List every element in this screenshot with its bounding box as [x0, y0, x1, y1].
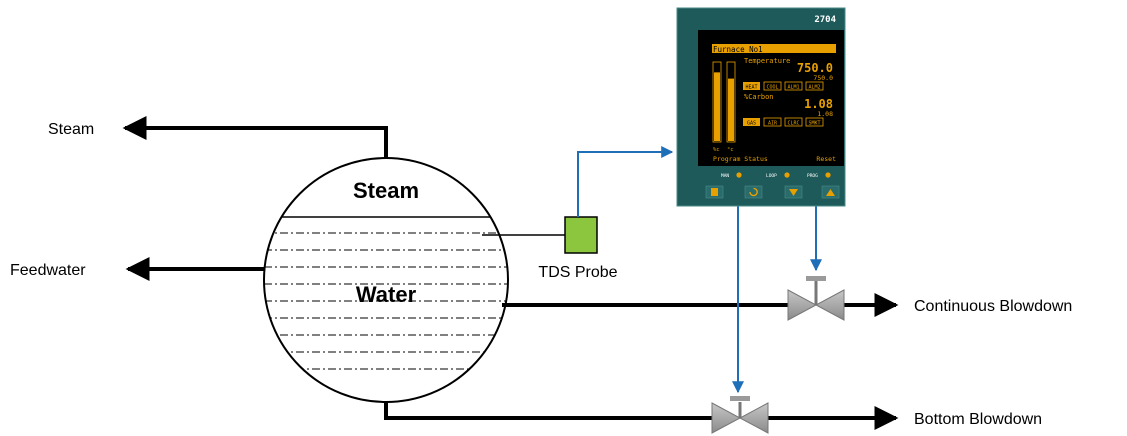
row1-button: COOL — [766, 85, 778, 91]
bottom-blowdown-pipe — [384, 402, 899, 430]
probe-signal-line — [577, 146, 674, 217]
row2-button: AIR — [768, 121, 778, 127]
row2-button-bg — [743, 118, 760, 126]
feedwater-label: Feedwater — [10, 262, 86, 279]
tds-probe — [564, 216, 598, 254]
scroll-icon — [749, 187, 758, 197]
bargraph-left-fill — [714, 72, 720, 141]
continuous-blowdown-valve — [787, 276, 845, 321]
row2-button: CLRC — [787, 121, 799, 127]
indicator-man-led — [736, 172, 742, 178]
row1-button: HEAT — [745, 85, 757, 91]
row1-button: ALM1 — [787, 85, 799, 91]
bargraph-right — [726, 61, 736, 143]
indicator-man-label: MAN — [721, 173, 729, 179]
screen-footer-left: Program Status — [713, 155, 768, 163]
controller-model: 2704 — [814, 15, 836, 25]
row1-value: 750.0 — [797, 61, 833, 75]
row2-setpoint: 1.08 — [817, 110, 833, 118]
up-arrow-icon — [826, 189, 835, 196]
row2-button: SMKT — [808, 121, 820, 127]
boiler-vessel — [263, 157, 509, 403]
row1-button: ALM2 — [808, 85, 820, 91]
screen-header: Furnace No1 — [713, 45, 763, 54]
scroll-key[interactable] — [744, 185, 763, 199]
water-level-lines — [264, 232, 508, 370]
screen-header-bar — [712, 44, 836, 53]
row2-button: GAS — [747, 121, 756, 127]
steam-outlet-pipe — [122, 116, 388, 158]
down-arrow-icon — [789, 189, 798, 196]
continuous-blowdown-label: Continuous Blowdown — [914, 298, 1072, 315]
bottom-blowdown-label: Bottom Blowdown — [914, 411, 1042, 428]
indicator-prog-led — [825, 172, 831, 178]
vessel-water-label: Water — [356, 282, 417, 307]
down-key[interactable] — [784, 185, 803, 199]
bargraph-left — [712, 61, 722, 143]
controller-2704: 2704 Furnace No1 Temperature 750.0 750.0… — [676, 7, 846, 207]
bargraph-left-unit: %c — [713, 147, 720, 153]
row2-value: 1.08 — [804, 97, 833, 111]
tds-probe-label: TDS Probe — [538, 264, 617, 281]
screen-footer-right: Reset — [816, 155, 836, 163]
row1-buttons: HEAT COOL ALM1 ALM2 — [743, 81, 824, 91]
indicator-loop-led — [784, 172, 790, 178]
indicator-prog-label: PROG — [807, 173, 818, 179]
steam-outlet-label: Steam — [48, 121, 94, 138]
bargraph-right-unit: °c — [727, 147, 734, 153]
indicator-loop-label: LOOP — [766, 173, 777, 179]
row2-label: %Carbon — [744, 93, 774, 101]
row1-label: Temperature — [744, 57, 790, 65]
page-icon — [711, 188, 718, 196]
row1-setpoint: 750.0 — [813, 74, 833, 82]
row2-buttons: GAS AIR CLRC SMKT — [743, 117, 824, 127]
vessel-steam-label: Steam — [353, 178, 419, 203]
row1-button-bg — [743, 82, 760, 90]
bargraph-right-fill — [728, 78, 734, 141]
page-key[interactable] — [705, 185, 724, 199]
bottom-blowdown-valve — [711, 396, 769, 434]
up-key[interactable] — [821, 185, 840, 199]
